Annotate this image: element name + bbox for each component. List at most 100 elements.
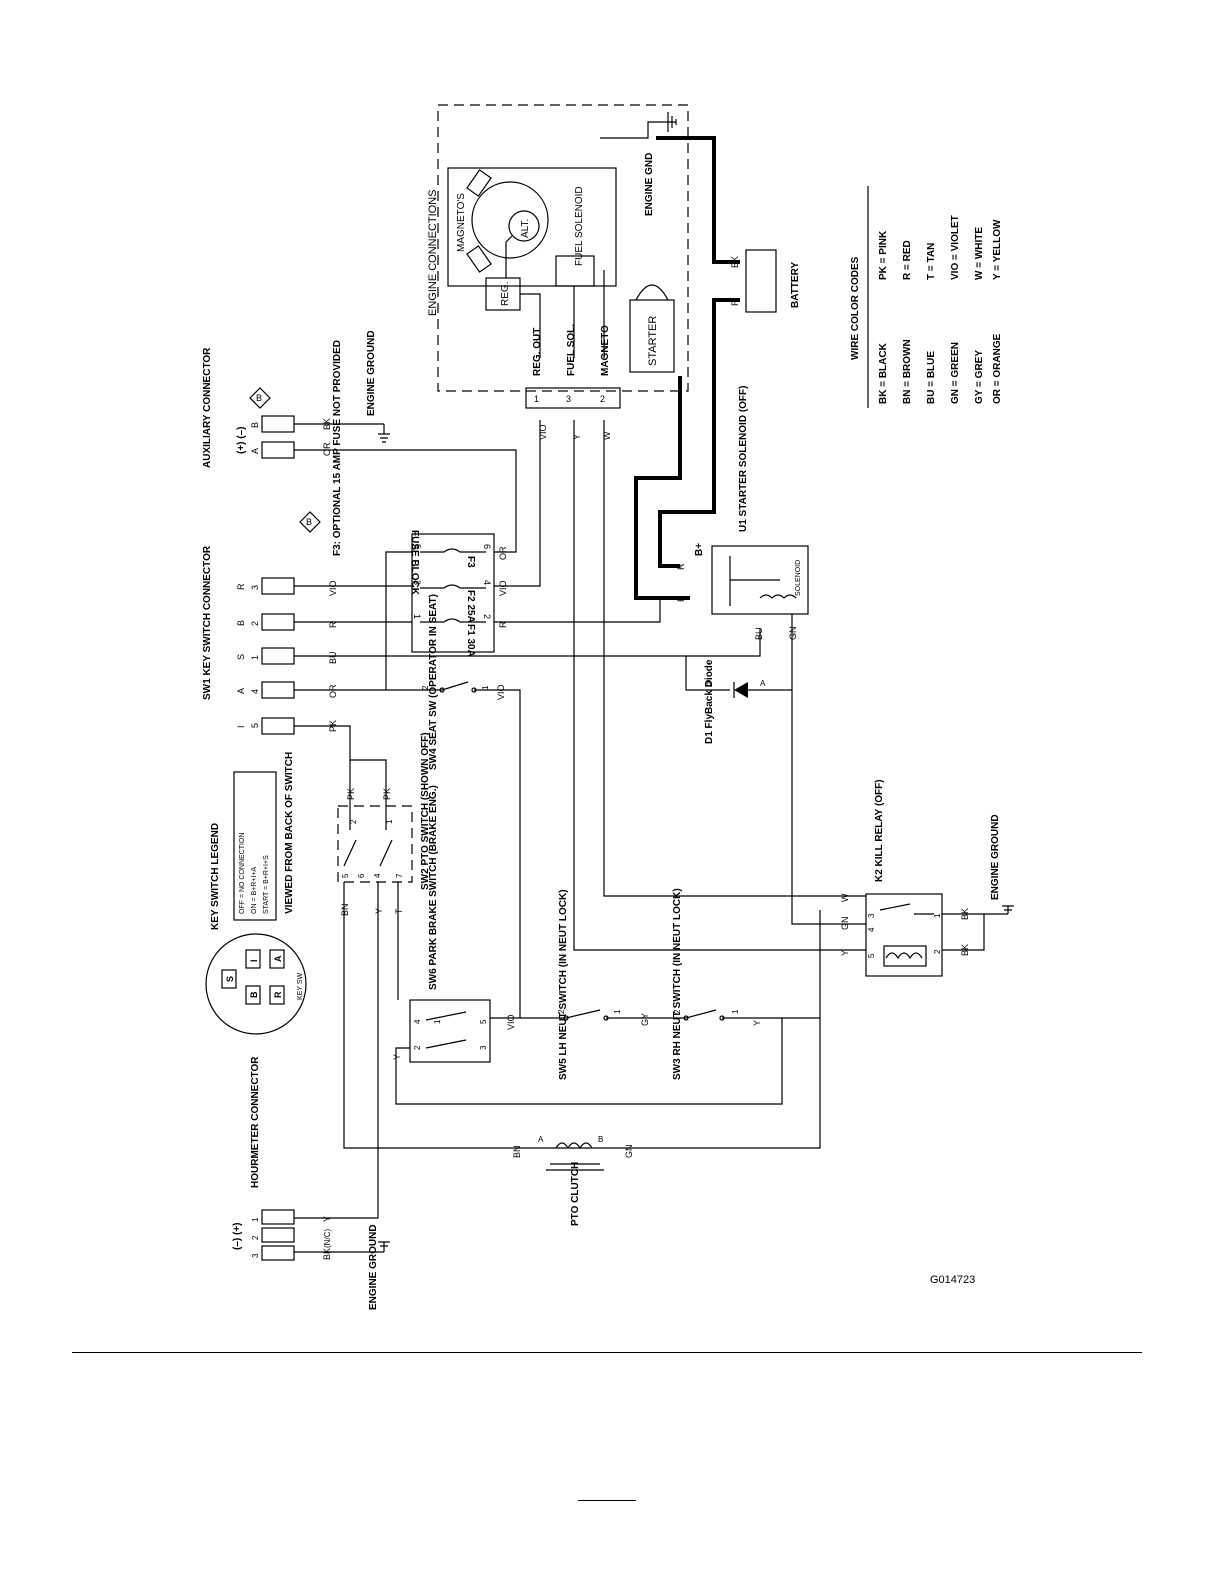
pto-switch-title: SW2 PTO SWITCH (SHOWN OFF) (420, 732, 431, 890)
pb-pin-4: 4 (413, 1019, 422, 1024)
engine-pin-3: 3 (566, 394, 571, 404)
viewed-from: VIEWED FROM BACK OF SWITCH (284, 752, 295, 914)
face-b: B (249, 991, 259, 998)
kill-relay-coil-box (883, 945, 927, 967)
pto-pin-5: 5 (341, 873, 350, 878)
legend-start: START = B+R+I+S (263, 855, 270, 914)
seat-vio: VIO (496, 684, 506, 700)
key-legend-title: KEY SWITCH LEGEND (210, 823, 221, 930)
fuse-f3 (420, 548, 486, 553)
engine-w-label: W (602, 431, 612, 440)
reg-alt-wire (505, 235, 513, 278)
reg-out-label: REG. OUT (532, 328, 543, 376)
kr-engine-ground: ENGINE GROUND (990, 814, 1001, 900)
magneto-label: MAGNETO (600, 325, 611, 376)
code-bu: BU = BLUE (926, 351, 937, 404)
hourmeter-polarity: (–) (+) (232, 1223, 243, 1251)
fuse-note-marker (299, 511, 321, 533)
pto-switch-blades (343, 839, 393, 867)
starter-solenoid-body (711, 545, 809, 615)
rh-p1: 1 (731, 1009, 740, 1014)
engine-dashed-outline (437, 104, 689, 392)
ks-pk-label: PK (328, 720, 338, 732)
seat-switch-title: SW4 SEAT SW (OPERATOR IN SEAT) (428, 594, 439, 770)
ks-letter-s: S (236, 654, 246, 660)
engine-vio-label: VIO (538, 424, 548, 440)
hourmeter-connector: HOURMETER CONNECTOR (–) (+) 1 2 3 Y (N/C… (232, 1056, 390, 1310)
park-brake-body (409, 999, 491, 1063)
starter-top (635, 284, 669, 301)
color-codes-title: WIRE COLOR CODES (850, 256, 861, 360)
code-vio: VIO = VIOLET (950, 215, 961, 280)
face-r-box (269, 985, 285, 1005)
lh-p1: 1 (613, 1009, 622, 1014)
rh-neut-contacts (676, 1009, 820, 1019)
ks-letter-r: R (236, 583, 246, 590)
hm-num-3: 3 (251, 1253, 260, 1258)
lh-neut-switch: 2 1 GY SW5 LH NEUT SWITCH (IN NEUT LOCK) (556, 889, 676, 1080)
vio-to-engine-wire (494, 420, 541, 587)
battery-negative-cable (656, 136, 740, 264)
kr-pin-2: 2 (933, 949, 942, 954)
solenoid-r1: R (676, 563, 686, 570)
park-brake-contacts (425, 1011, 467, 1049)
code-r: R = RED (902, 240, 913, 280)
kr-pin-3: 3 (867, 913, 876, 918)
solenoid-coil (759, 594, 797, 599)
kr-pin-4: 4 (867, 927, 876, 932)
face-s-box (221, 969, 237, 989)
diode-title: D1 FlyBack Diode (704, 659, 715, 744)
clutch-bn: BN (512, 1145, 522, 1158)
engine-pin-1: 1 (534, 394, 539, 404)
hm-pin-3 (261, 1245, 295, 1261)
fuse-r-right: R (498, 621, 508, 628)
rh-p2: 2 (673, 1009, 682, 1014)
code-y: Y = YELLOW (992, 219, 1003, 280)
key-switch-title: SW1 KEY SWITCH CONNECTOR (202, 545, 213, 700)
battery-label: BATTERY (790, 262, 801, 308)
rh-node-2 (683, 1015, 689, 1021)
ks-letter-b: B (236, 620, 246, 626)
fuse-pin-4: 4 (482, 580, 492, 585)
starter-solenoid-title: U1 STARTER SOLENOID (OFF) (738, 386, 749, 532)
kr-w: W (840, 893, 850, 902)
battery: BATTERY BK R (730, 249, 801, 313)
face-i-box (245, 949, 261, 969)
hm-num-1: 1 (251, 1217, 260, 1222)
face-label: KEY SW (297, 973, 304, 1000)
aux-ground-icon (378, 424, 390, 443)
fuse-pin-3: 3 (412, 580, 422, 585)
seat-switch-contacts (420, 681, 521, 1018)
pto-switch: PK PK 5 2 6 4 1 7 SW2 PTO SWITCH (SHOWN … (294, 732, 821, 1219)
pto-bn-wire (343, 882, 821, 1149)
pto-bn: BN (340, 903, 350, 916)
aux-or-wire (294, 449, 517, 553)
lh-node-1 (603, 1015, 609, 1021)
starter-label: STARTER (647, 316, 659, 366)
fuse-pin-5: 5 (412, 544, 422, 549)
ks-or-label: OR (328, 684, 338, 698)
aux-pin-b: B (250, 422, 260, 428)
alt-label: ALT. (520, 219, 531, 238)
fuse-pin-6: 6 (482, 544, 492, 549)
pb-pin-5: 5 (479, 1019, 488, 1024)
fuse-block-title: FUSE BLOCK (409, 530, 420, 596)
ks-pin-a (261, 681, 295, 699)
code-bk: BK = BLACK (878, 342, 889, 404)
kill-relay-title: K2 KILL RELAY (OFF) (874, 779, 885, 882)
aux-note-letter: B (256, 393, 262, 403)
kill-relay-body (865, 893, 943, 977)
aux-pin-b-housing (261, 415, 295, 433)
pto-clutch: A B BN GN PTO CLUTCH (512, 1135, 634, 1226)
pto-pin-2: 2 (349, 819, 358, 824)
wire-color-codes: WIRE COLOR CODES BK = BLACK BN = BROWN B… (850, 186, 1003, 408)
code-pk: PK = PINK (878, 230, 889, 280)
kr-bk2-wire (942, 914, 985, 951)
kr-pin-1: 1 (933, 913, 942, 918)
diode-b-wire (685, 656, 730, 691)
aux-pin-a: A (250, 448, 260, 454)
hourmeter-title: HOURMETER CONNECTOR (250, 1056, 261, 1188)
starter-motor (629, 299, 675, 373)
kr-pin-5: 5 (867, 953, 876, 958)
ks-letter-i: I (236, 725, 246, 728)
